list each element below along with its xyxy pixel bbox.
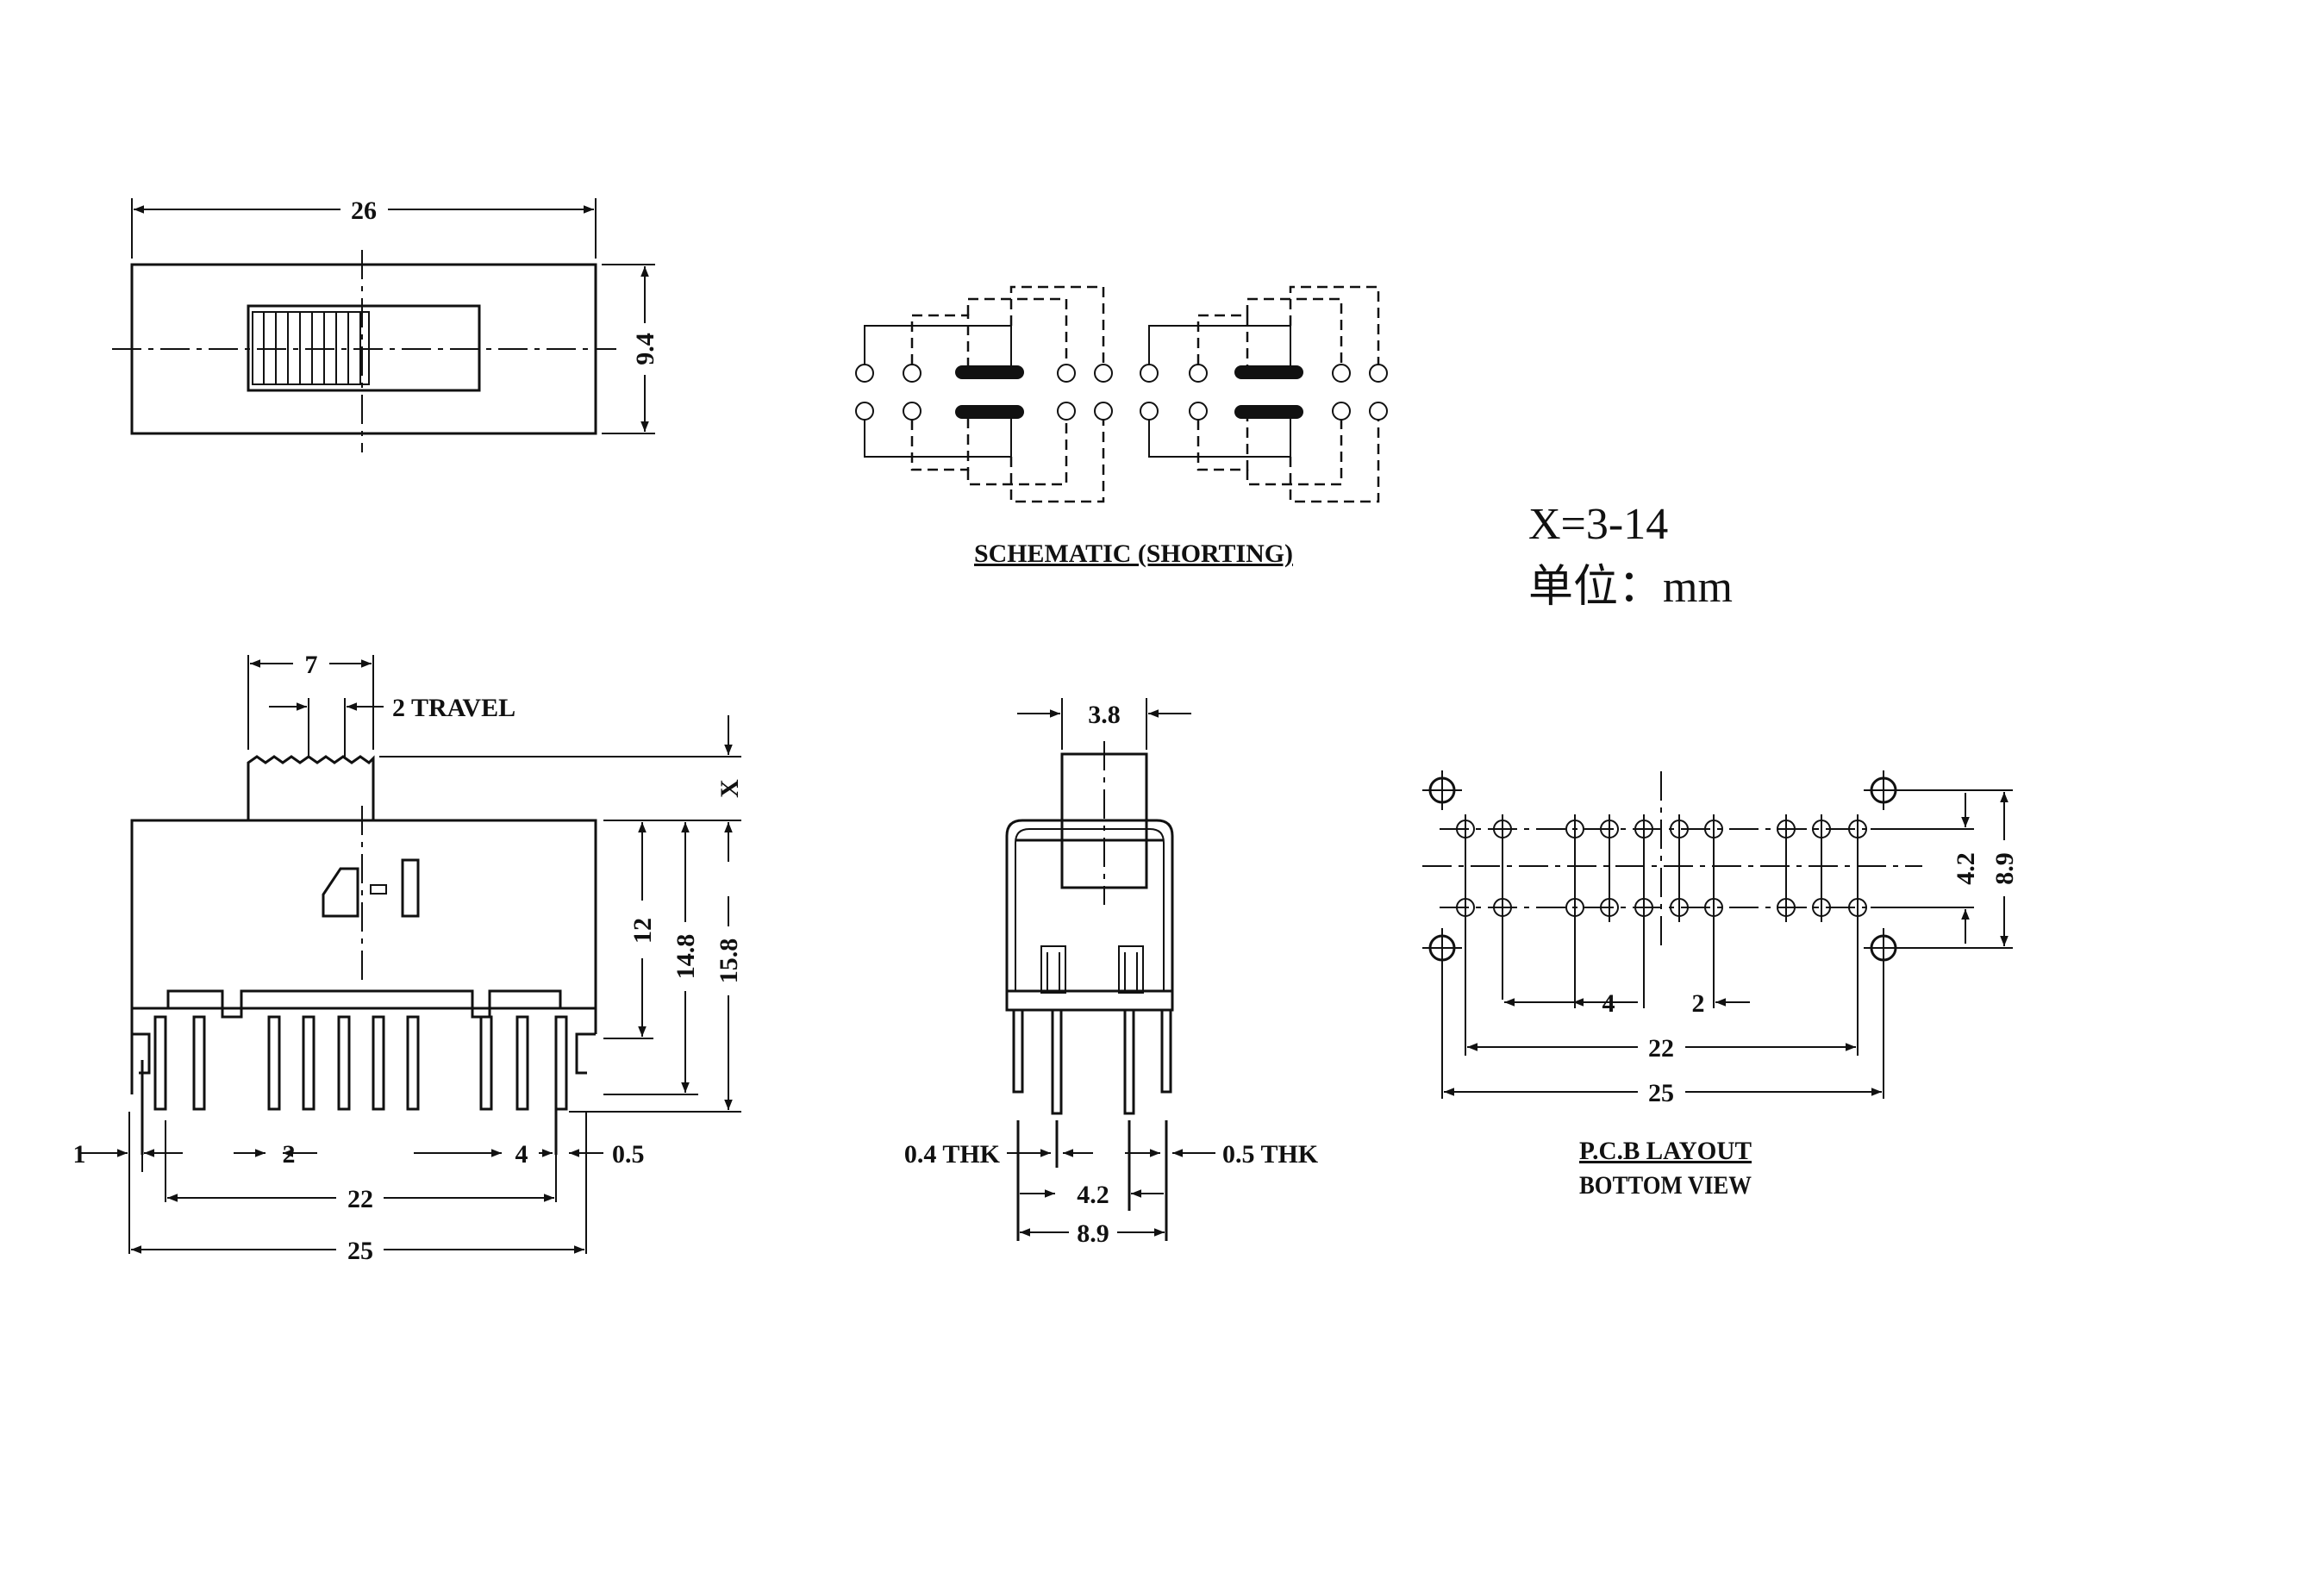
schematic-pole-2 xyxy=(1140,285,1388,503)
pcb-caption-view: BOTTOM VIEW xyxy=(1579,1171,1752,1200)
pcb-dim-4-2: 4.2 xyxy=(1952,852,1980,885)
dim-travel: 2 TRAVEL xyxy=(392,694,515,722)
dim-actuator-3-8: 3.8 xyxy=(1088,701,1121,729)
dim-height-15-8: 15.8 xyxy=(715,938,743,984)
end-view: 3.8 0.4 THK 0.5 THK 4.2 8.9 xyxy=(904,698,1319,1248)
dim-x: X xyxy=(715,779,744,798)
schematic: SCHEMATIC (SHORTING) xyxy=(855,285,1388,568)
pcb-caption: P.C.B LAYOUT xyxy=(1579,1137,1752,1165)
dim-row-pitch-4-2: 4.2 xyxy=(1077,1181,1109,1209)
unit-note: 单位：mm xyxy=(1528,563,1733,612)
schematic-caption: SCHEMATIC (SHORTING) xyxy=(974,539,1293,568)
dim-height-12: 12 xyxy=(628,918,657,944)
pcb-dim-25: 25 xyxy=(1648,1079,1674,1107)
pcb-dim-pitch-2: 2 xyxy=(1692,989,1705,1018)
dim-pin-offset-1: 1 xyxy=(73,1140,86,1169)
dim-pitch-2: 2 xyxy=(283,1140,296,1169)
dim-pitch-4: 4 xyxy=(515,1140,528,1169)
dim-height-14-8: 14.8 xyxy=(672,934,700,980)
dim-span-22: 22 xyxy=(347,1185,373,1213)
schematic-pole-1 xyxy=(855,285,1113,503)
dim-width-26: 26 xyxy=(351,196,377,225)
dim-overall-8-9: 8.9 xyxy=(1077,1219,1109,1248)
dim-actuator-7: 7 xyxy=(305,651,318,679)
pcb-dim-pitch-4: 4 xyxy=(1602,989,1615,1018)
dim-right-thk: 0.5 THK xyxy=(1222,1140,1319,1169)
dim-pin-thk-0-5: 0.5 xyxy=(612,1140,645,1169)
pcb-layout: 4.2 8.9 4 2 22 25 P.C.B LAYOUT BOTTOM VI… xyxy=(1422,770,2019,1200)
notes: X=3-14 单位：mm xyxy=(1528,500,1733,612)
dim-span-25: 25 xyxy=(347,1237,373,1265)
side-view: 7 2 TRAVEL X 12 14.8 15.8 1 2 xyxy=(73,651,745,1265)
dim-left-thk: 0.4 THK xyxy=(904,1140,1001,1169)
pcb-dim-8-9: 8.9 xyxy=(1990,852,2019,885)
top-view: 26 9.4 xyxy=(112,196,659,452)
x-range-note: X=3-14 xyxy=(1528,500,1668,549)
dim-height-9-4: 9.4 xyxy=(631,333,659,365)
pcb-dim-22: 22 xyxy=(1648,1034,1674,1063)
